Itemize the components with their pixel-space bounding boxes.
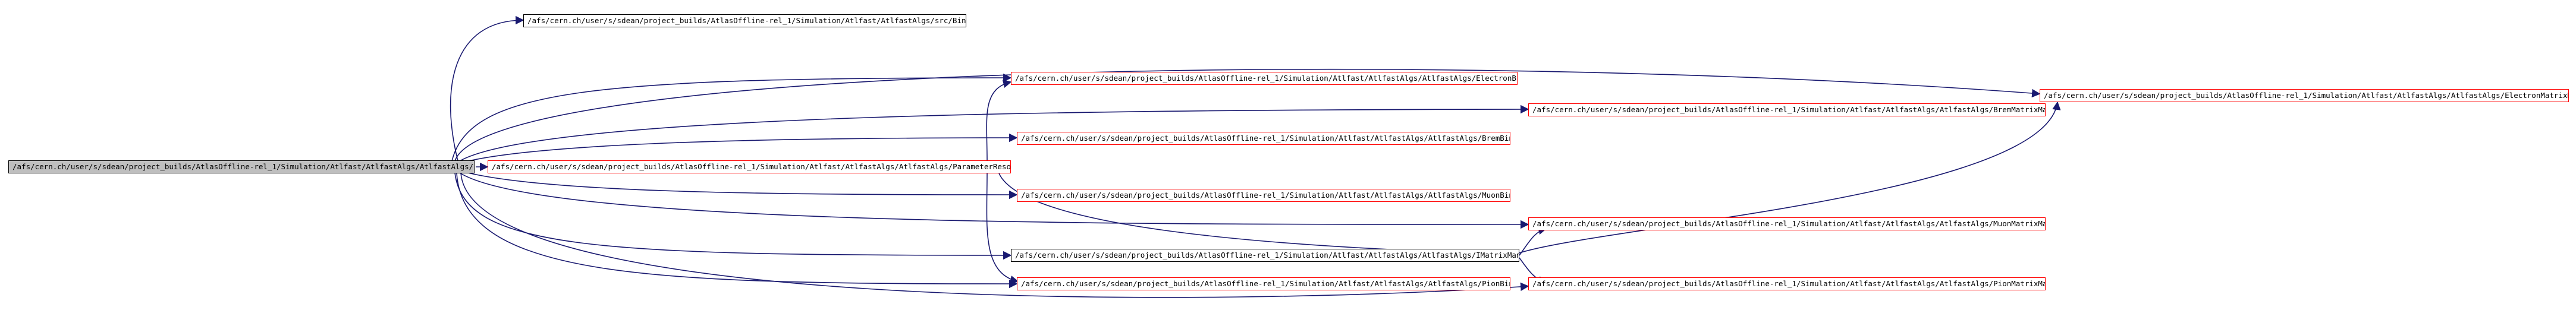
node-electron-matrix-manager[interactable]: /afs/cern.ch/user/s/sdean/project_builds… [2040,89,2569,102]
node-electron-bin-data[interactable]: /afs/cern.ch/user/s/sdean/project_builds… [1011,72,1518,85]
edge-param-ebin [986,80,1012,161]
edge-root-muonmgr [457,171,1529,229]
node-label: /afs/cern.ch/user/s/sdean/project_builds… [527,16,966,25]
node-imatrix-manager[interactable]: /afs/cern.ch/user/s/sdean/project_builds… [1011,249,1519,262]
node-label: /afs/cern.ch/user/s/sdean/project_builds… [1021,134,1510,143]
node-label: /afs/cern.ch/user/s/sdean/project_builds… [1015,251,1519,259]
edge-root-bremmgr [457,105,1529,163]
node-label: /afs/cern.ch/user/s/sdean/project_builds… [1021,191,1510,200]
node-label: /afs/cern.ch/user/s/sdean/project_builds… [2044,91,2569,100]
node-brem-bin-data[interactable]: /afs/cern.ch/user/s/sdean/project_builds… [1017,132,1510,145]
node-label: /afs/cern.ch/user/s/sdean/project_builds… [1021,279,1510,288]
node-binner-h[interactable]: /afs/cern.ch/user/s/sdean/project_builds… [8,160,475,173]
edge-param-pionbin [986,173,1019,284]
node-brem-matrix-manager[interactable]: /afs/cern.ch/user/s/sdean/project_builds… [1528,103,2046,116]
edge-root-brembin [458,133,1018,164]
node-pion-matrix-manager[interactable]: /afs/cern.ch/user/s/sdean/project_builds… [1528,277,2046,290]
edge-root-src [450,15,524,162]
node-label: /afs/cern.ch/user/s/sdean/project_builds… [1532,279,2046,288]
node-label: /afs/cern.ch/user/s/sdean/project_builds… [1532,105,2046,114]
node-pion-bin-data[interactable]: /afs/cern.ch/user/s/sdean/project_builds… [1017,277,1510,290]
edge-root-imatrix [454,172,1012,260]
edge-root-ebin [451,73,1012,162]
node-muon-matrix-manager[interactable]: /afs/cern.ch/user/s/sdean/project_builds… [1528,217,2046,230]
node-label: /afs/cern.ch/user/s/sdean/project_builds… [1015,74,1518,83]
edge-param-imatrix [998,173,1512,258]
edge-imatrix-emgr [1519,101,2061,254]
node-label: /afs/cern.ch/user/s/sdean/project_builds… [12,162,475,171]
edge-root-pionbin [456,173,1018,289]
edge-root-muonbin [458,170,1018,200]
node-label: /afs/cern.ch/user/s/sdean/project_builds… [492,162,1011,171]
node-binner-cxx[interactable]: /afs/cern.ch/user/s/sdean/project_builds… [523,14,966,27]
edge-root-pionmgr [460,172,1529,298]
node-parameter-resolutions[interactable]: /afs/cern.ch/user/s/sdean/project_builds… [488,160,1011,173]
node-label: /afs/cern.ch/user/s/sdean/project_builds… [1532,219,2046,228]
node-muon-bin-data[interactable]: /afs/cern.ch/user/s/sdean/project_builds… [1017,189,1510,202]
